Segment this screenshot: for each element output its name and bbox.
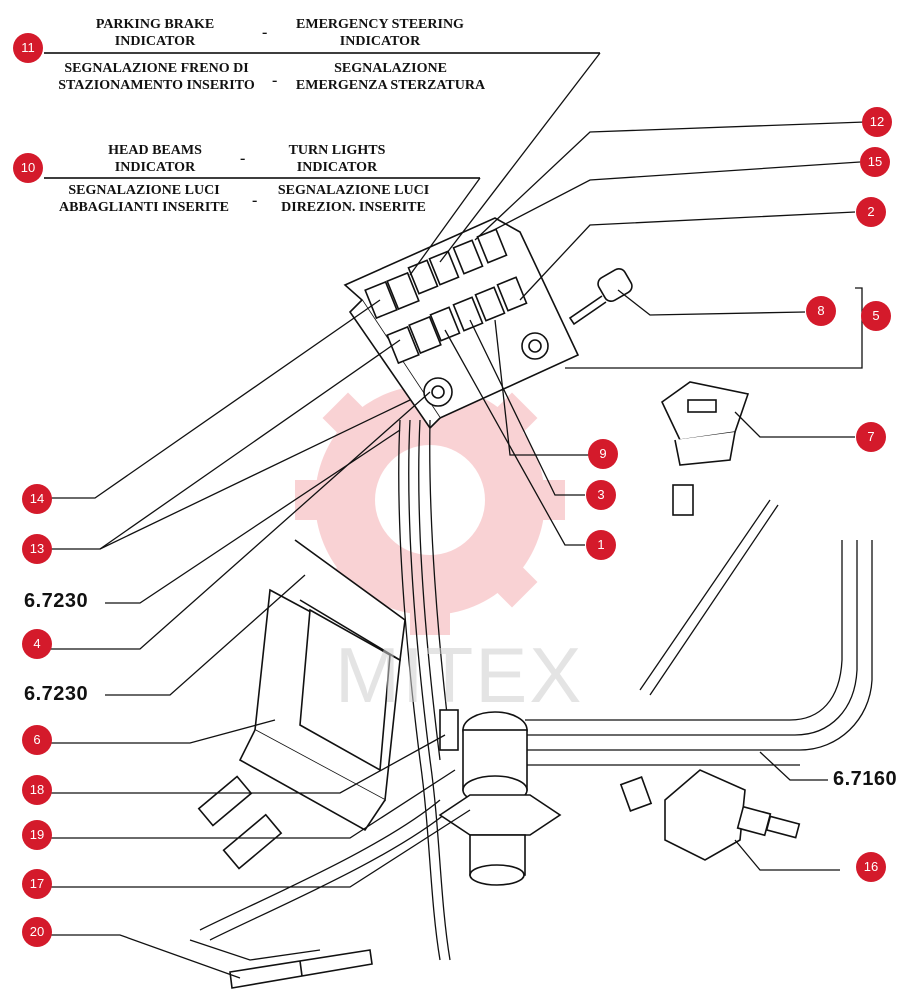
callout-17[interactable]: 17 [22,869,52,899]
callout-1[interactable]: 1 [586,530,616,560]
hour-meter [660,381,750,516]
callout-16[interactable]: 16 [856,852,886,882]
ignition-socket [521,332,549,360]
emergency-steering-label-it: SEGNALAZIONE EMERGENZA STERZATURA [295,61,486,93]
round-connectors [197,775,283,870]
head-beams-label: HEAD BEAMS INDICATOR [108,143,202,175]
callout-14[interactable]: 14 [22,484,52,514]
terminal-strip [229,949,373,989]
bolt [439,709,459,751]
part-number-6-7230: 6.7230 [24,590,89,612]
rotary-switch [619,769,801,861]
emergency-steering-label: EMERGENCY STEERING INDICATOR [296,17,464,49]
separator-dash: - [272,72,278,89]
callout-19[interactable]: 19 [22,820,52,850]
control-box [238,539,406,832]
callout-5[interactable]: 5 [861,301,891,331]
separator-dash: - [252,192,258,209]
separator-dash: - [240,150,246,167]
callout-20[interactable]: 20 [22,917,52,947]
callout-4[interactable]: 4 [22,629,52,659]
ignition-key [568,268,633,326]
callout-2[interactable]: 2 [856,197,886,227]
switch-row-bottom [386,276,528,365]
rotary-knob [423,377,453,407]
callout-13[interactable]: 13 [22,534,52,564]
callout-7[interactable]: 7 [856,422,886,452]
head-beams-label-it: SEGNALAZIONE LUCI ABBAGLIANTI INSERITE [59,183,229,215]
callout-6[interactable]: 6 [22,725,52,755]
separator-dash: - [262,24,268,41]
turn-lights-label-it: SEGNALAZIONE LUCI DIREZION. INSERITE [277,183,430,215]
callout-9[interactable]: 9 [588,439,618,469]
callout-10[interactable]: 10 [13,153,43,183]
parking-brake-label: PARKING BRAKE INDICATOR [95,17,215,49]
switch-row-top [364,228,508,320]
callout-15[interactable]: 15 [860,147,890,177]
callout-8[interactable]: 8 [806,296,836,326]
callout-11[interactable]: 11 [13,33,43,63]
solenoid-switch [438,711,562,886]
callout-18[interactable]: 18 [22,775,52,805]
parking-brake-label-it: SEGNALAZIONE FRENO DI STAZIONAMENTO INSE… [58,61,255,93]
part-number-6-7230: 6.7230 [24,683,89,705]
wiring-harness [189,419,873,961]
callout-3[interactable]: 3 [586,480,616,510]
callout-12[interactable]: 12 [862,107,892,137]
turn-lights-label: TURN LIGHTS INDICATOR [288,143,386,175]
watermark-text: MITEX [335,631,584,719]
leader-lines [44,52,866,979]
part-number-6-7160: 6.7160 [833,768,898,790]
